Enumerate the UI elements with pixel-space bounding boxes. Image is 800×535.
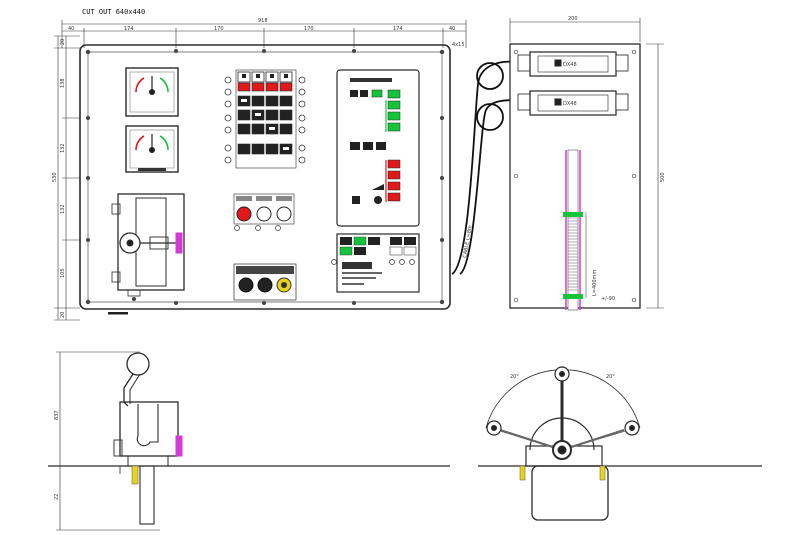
- main-panel: [79, 44, 451, 315]
- left-dim-4: 105: [60, 268, 66, 278]
- top-dim-2: 170: [214, 26, 224, 32]
- panel-foot-mark: [108, 312, 128, 315]
- top-dim-right: 40: [449, 26, 455, 32]
- top-dimension-chain: [61, 20, 467, 48]
- lever-rack: [563, 149, 587, 311]
- panel-screws: [85, 49, 445, 305]
- cable-label: CABLE L=8m: [462, 225, 474, 259]
- front-swing-view: [478, 366, 762, 521]
- lever-unit-top: [111, 193, 185, 301]
- rear-view: 200 500 DX48 DX48: [509, 16, 666, 311]
- left-dim-2: 132: [60, 143, 66, 153]
- top-dim-3: 170: [304, 26, 314, 32]
- junction-label-bottom: DX48: [563, 101, 577, 107]
- top-total-dimension: 918: [258, 18, 268, 24]
- junction-label-top: DX48: [563, 62, 577, 68]
- arc-angle-right: 20°: [606, 374, 615, 380]
- cutout-title: CUT OUT 640x440: [82, 8, 145, 16]
- selector-switches: [233, 263, 297, 301]
- rear-height-dimension: 500: [660, 172, 666, 182]
- junction-box-bottom: [517, 90, 629, 116]
- junction-box-top: [517, 51, 629, 77]
- rear-width-dimension: 200: [568, 16, 578, 22]
- lever-length-tag: L=400mm: [592, 270, 598, 296]
- arc-angle-left: 20°: [510, 374, 519, 380]
- left-dimension-chain: [54, 35, 80, 321]
- lever-angle-note: +/-90: [601, 296, 615, 302]
- left-dim-1: 138: [60, 78, 66, 88]
- left-dim-3: 132: [60, 204, 66, 214]
- left-total-dimension: 530: [52, 172, 58, 182]
- top-dim-corner: 4x15: [452, 42, 465, 48]
- push-buttons: [233, 193, 295, 231]
- cable: [451, 60, 517, 275]
- left-dim-top: 20: [60, 39, 66, 45]
- panel-outer: [79, 44, 451, 310]
- engine-display: [336, 69, 420, 227]
- gauge-bottom: [125, 125, 179, 173]
- indicator-matrix: [224, 69, 306, 169]
- gauge-top: [125, 67, 179, 117]
- top-dim-4: 174: [393, 26, 403, 32]
- side-view: [48, 351, 450, 531]
- top-dim-1: 174: [124, 26, 134, 32]
- mode-selector: [331, 233, 420, 293]
- top-dim-left: 40: [68, 26, 74, 32]
- side-height-dimension: 837: [54, 410, 60, 420]
- side-depth-dimension: 22: [54, 494, 60, 500]
- left-dim-bottom: 20: [60, 312, 66, 318]
